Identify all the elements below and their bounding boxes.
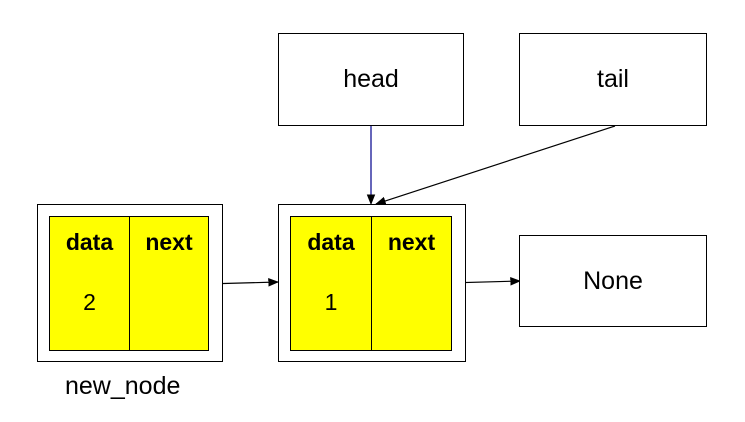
head-box: head	[278, 33, 464, 126]
node-1-data-cell: data 1	[291, 217, 371, 350]
new-node-data-value: 2	[83, 289, 96, 315]
node-1-body: data 1 next	[290, 216, 452, 351]
new-node-data-cell: data 2	[50, 217, 129, 350]
node-1-next-cell: next	[371, 217, 451, 350]
new-node-caption: new_node	[65, 372, 181, 400]
head-label: head	[343, 65, 399, 93]
new-node-next-label: next	[145, 229, 193, 255]
none-box: None	[519, 235, 707, 327]
new-node-next-cell: next	[129, 217, 208, 350]
node-1-next-label: next	[387, 229, 436, 255]
none-label: None	[583, 266, 643, 295]
new-node-body: data 2 next	[49, 216, 209, 351]
tail-label: tail	[597, 65, 629, 93]
new-node: data 2 next	[37, 204, 223, 362]
node-1-data-value: 1	[324, 289, 338, 315]
node-1: data 1 next	[278, 204, 466, 362]
node-1-data-label: data	[307, 229, 355, 255]
new-node-data-label: data	[65, 229, 114, 255]
tail-box: tail	[519, 33, 707, 126]
tail-pointer-arrow	[374, 125, 616, 206]
